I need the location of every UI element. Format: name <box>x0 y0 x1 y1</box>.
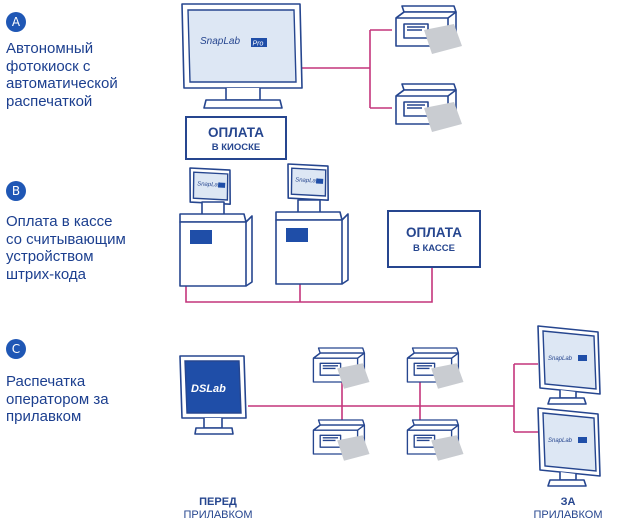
section-a-description: Автономный фотокиоск с автоматической ра… <box>6 40 118 110</box>
cashier-payment-subtitle: В КАССЕ <box>413 243 455 254</box>
label-front-normal: ПРИЛАВКОМ <box>183 509 253 521</box>
operator-monitor-c: DSLab <box>179 355 247 435</box>
logo-snaplab-a: SnapLab <box>200 36 240 47</box>
logo-pro-badge-c-top <box>578 355 587 361</box>
kiosk-payment-title: ОПЛАТА <box>208 125 264 140</box>
kiosk-monitor-a: SnapLab Pro <box>181 3 303 109</box>
printer-c-3 <box>312 419 371 462</box>
kiosk-payment-subtitle: В КИОСКЕ <box>211 142 261 153</box>
label-behind-counter: ЗА ПРИЛАВКОМ <box>520 496 616 522</box>
badge-b: B <box>6 181 26 201</box>
kiosk-terminal-b1 <box>179 167 253 287</box>
section-b-description: Оплата в кассе со считывающим устройство… <box>6 213 126 283</box>
printer-c-2 <box>406 347 465 390</box>
printer-c-4 <box>406 419 465 462</box>
label-front-of-counter: ПЕРЕД ПРИЛАВКОМ <box>168 496 268 522</box>
logo-snaplab-c-bottom: SnapLab <box>548 438 573 444</box>
connector-c <box>248 350 538 433</box>
kiosk-payment-box: ОПЛАТА В КИОСКЕ <box>185 116 287 160</box>
badge-c: C <box>6 339 26 359</box>
kiosk-terminal-b2 <box>275 163 349 285</box>
printer-a-top <box>395 5 463 55</box>
cashier-payment-box: ОПЛАТА В КАССЕ <box>387 210 481 268</box>
logo-pro-badge-c-bottom <box>578 437 587 443</box>
logo-dslab: DSLab <box>191 383 226 395</box>
label-behind-normal: ПРИЛАВКОМ <box>533 509 603 521</box>
logo-pro-a: Pro <box>253 41 264 48</box>
connector-a-trunk <box>300 29 392 109</box>
printer-c-1 <box>312 347 371 390</box>
badge-a: A <box>6 12 26 32</box>
cashier-payment-title: ОПЛАТА <box>406 225 462 240</box>
label-front-bold: ПЕРЕД <box>199 496 237 508</box>
connector-b <box>185 268 433 303</box>
label-behind-bold: ЗА <box>560 496 576 508</box>
kiosk-monitor-c-bottom: SnapLab <box>537 407 601 487</box>
section-c-description: Распечатка оператором за прилавком <box>6 373 109 425</box>
kiosk-monitor-c-top: SnapLab <box>537 325 601 405</box>
logo-pro-badge-a <box>251 38 267 47</box>
logo-snaplab-c-top: SnapLab <box>548 356 573 362</box>
printer-a-bottom <box>395 83 463 133</box>
